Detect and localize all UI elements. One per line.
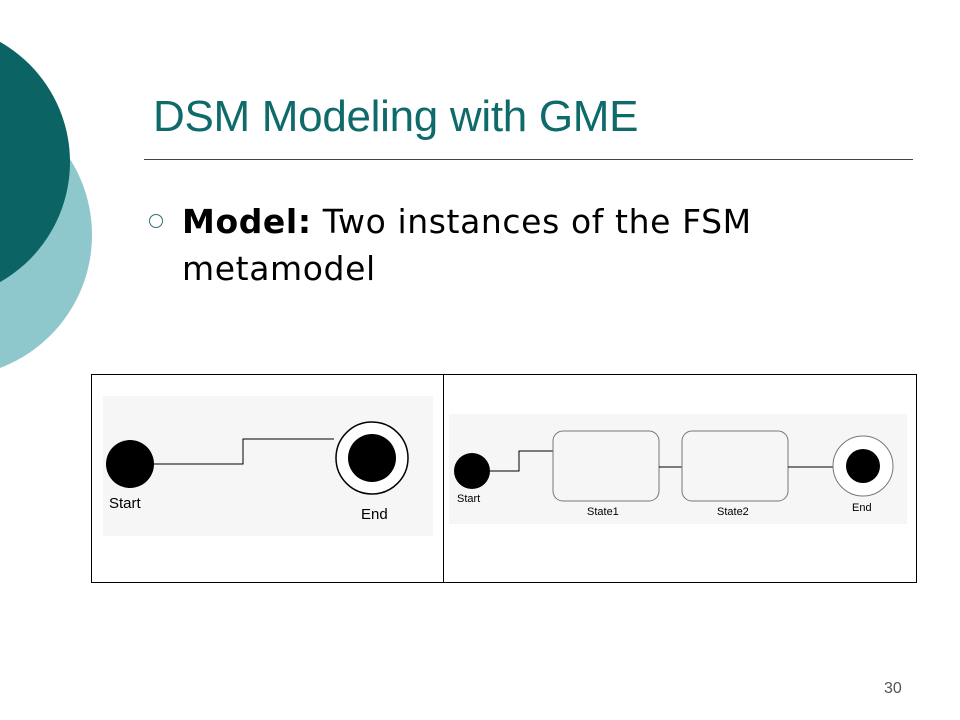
transition-line [490, 450, 553, 472]
dark-teal-circle [0, 41, 70, 283]
decorative-circles [0, 41, 92, 368]
slide-title: DSM Modeling with GME [153, 92, 639, 141]
transition-line [154, 438, 334, 465]
bullet-circle-icon [149, 214, 163, 228]
end-node [348, 434, 396, 482]
state2-node [681, 430, 789, 502]
fsm-figure: Start End Start State1 State2 End [91, 374, 917, 583]
right-diagram-canvas [449, 414, 907, 524]
state1-node [552, 430, 660, 502]
start-node [106, 440, 154, 488]
bullet-text: Model: Two instances of the FSM metamode… [182, 198, 902, 292]
state1-label: State1 [587, 506, 619, 518]
bullet-body: Two instances of the FSM metamodel [182, 202, 752, 288]
start-node [454, 453, 490, 489]
right-fsm-diagram: Start State1 State2 End [449, 414, 907, 524]
state2-label: State2 [717, 506, 749, 518]
end-label: End [852, 502, 872, 514]
end-node [846, 449, 880, 483]
bullet-label: Model: [182, 202, 312, 241]
start-label: Start [457, 493, 480, 505]
title-divider [144, 159, 913, 160]
end-label: End [361, 506, 388, 523]
left-fsm-diagram: Start End [103, 396, 433, 536]
start-label: Start [109, 495, 142, 512]
page-number: 30 [884, 680, 902, 697]
